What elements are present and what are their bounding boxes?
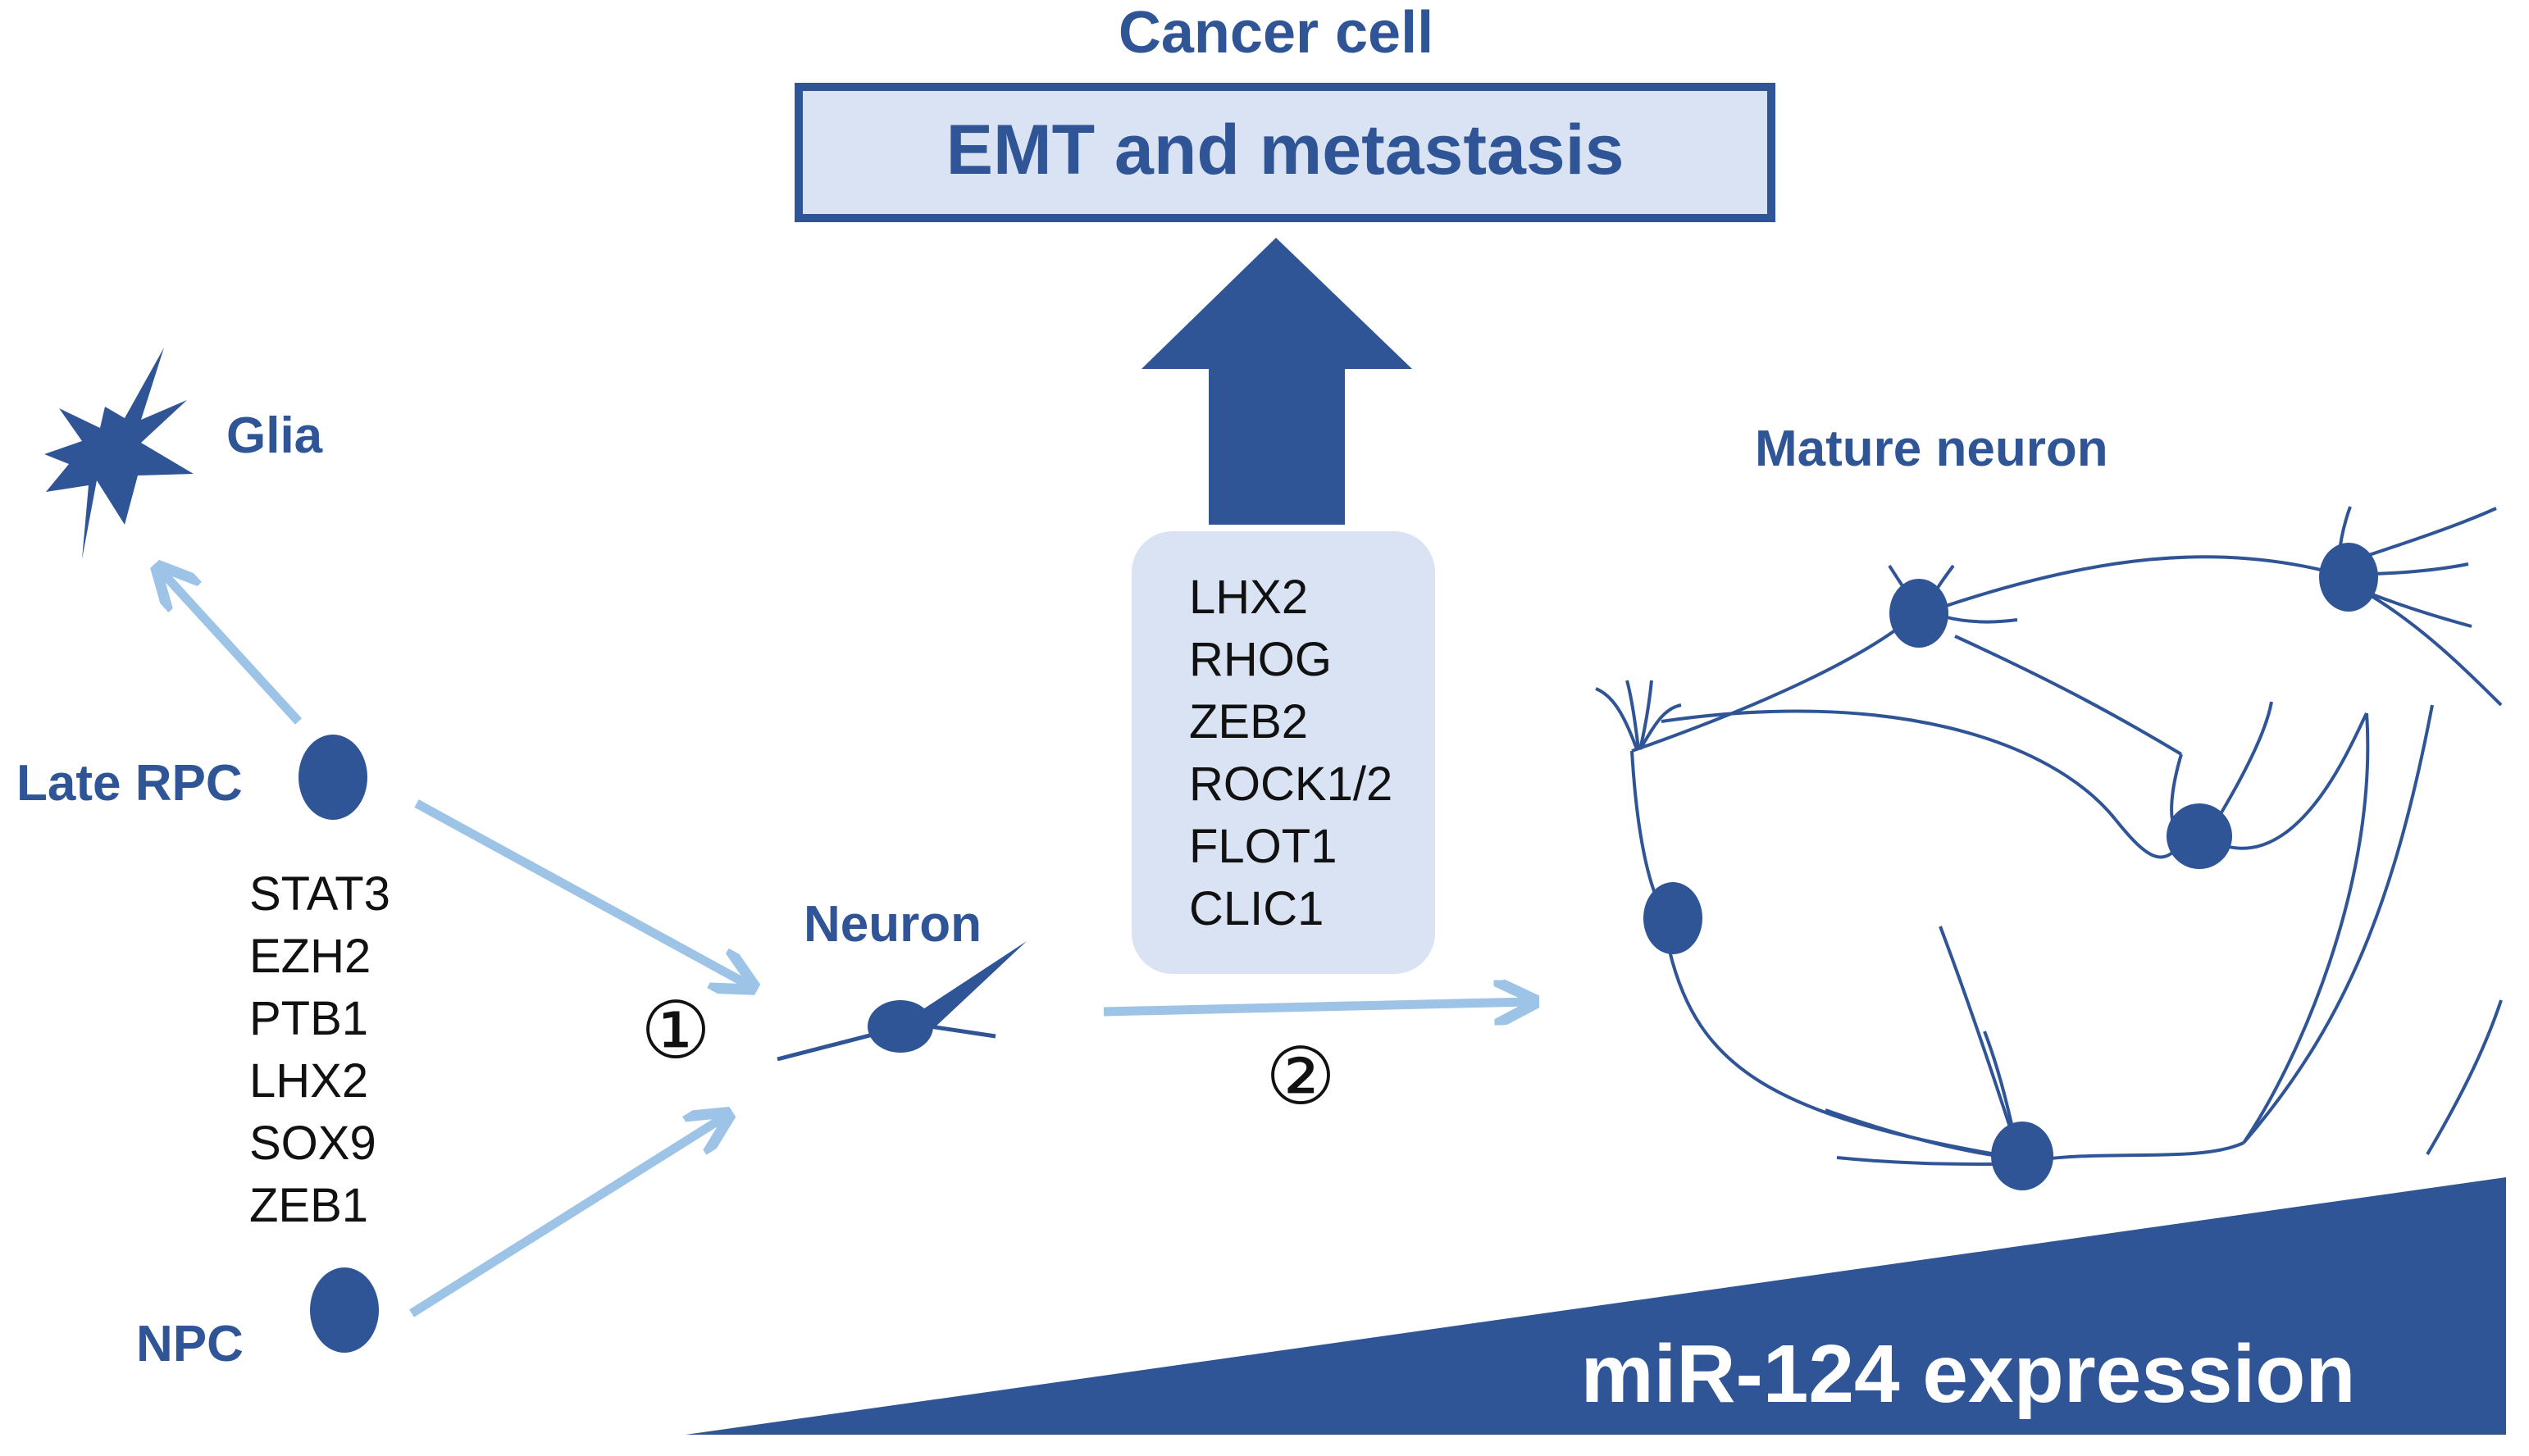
big-up-arrow-icon bbox=[1141, 238, 1412, 525]
npc-cell-icon bbox=[310, 1267, 379, 1353]
late-rpc-label: Late RPC bbox=[16, 755, 243, 812]
gene-box-item: ROCK1/2 bbox=[1189, 758, 1392, 811]
gene-list-item: SOX9 bbox=[249, 1117, 376, 1170]
arrow-rpc-to-neuron bbox=[414, 799, 750, 985]
neuron-label: Neuron bbox=[804, 896, 982, 953]
npc-label: NPC bbox=[136, 1316, 244, 1372]
gene-box-item: FLOT1 bbox=[1189, 820, 1337, 873]
gene-box-item: CLIC1 bbox=[1189, 882, 1324, 935]
gene-list-item: EZH2 bbox=[249, 930, 371, 983]
emt-box bbox=[795, 83, 1775, 222]
glia-star-icon bbox=[44, 348, 194, 559]
arrow-npc-to-neuron bbox=[409, 1117, 725, 1317]
gene-box-item: LHX2 bbox=[1189, 571, 1308, 624]
mature-neuron-somas bbox=[1643, 543, 2378, 1190]
mir124-expression-wedge bbox=[686, 1177, 2506, 1435]
gene-list-item: LHX2 bbox=[249, 1054, 368, 1108]
glia-label: Glia bbox=[226, 407, 323, 464]
arrow-neuron-to-mature bbox=[1103, 1002, 1530, 1012]
mir124-expression-label: miR-124 expression bbox=[1581, 1328, 2356, 1420]
arrow-rpc-to-glia bbox=[161, 571, 303, 725]
gene-list-item: PTB1 bbox=[249, 992, 368, 1045]
gene-box-list: LHX2 RHOG ZEB2 ROCK1/2 FLOT1 CLIC1 bbox=[1189, 571, 1392, 935]
gene-list-item: ZEB1 bbox=[249, 1179, 368, 1232]
late-rpc-cell-icon bbox=[298, 735, 367, 820]
step-1-marker: ① bbox=[640, 987, 711, 1075]
gene-box bbox=[1132, 531, 1435, 974]
mature-neuron-label: Mature neuron bbox=[1755, 421, 2108, 477]
gene-list-item: STAT3 bbox=[249, 867, 390, 921]
gene-box-item: ZEB2 bbox=[1189, 695, 1308, 748]
gene-box-item: RHOG bbox=[1189, 633, 1332, 686]
step-2-marker: ② bbox=[1265, 1033, 1336, 1121]
cancer-cell-title: Cancer cell bbox=[1119, 0, 1433, 66]
gene-list-left: STAT3 EZH2 PTB1 LHX2 SOX9 ZEB1 bbox=[249, 867, 390, 1232]
emt-label: EMT and metastasis bbox=[946, 111, 1624, 189]
neuron-icon bbox=[777, 941, 1027, 1062]
